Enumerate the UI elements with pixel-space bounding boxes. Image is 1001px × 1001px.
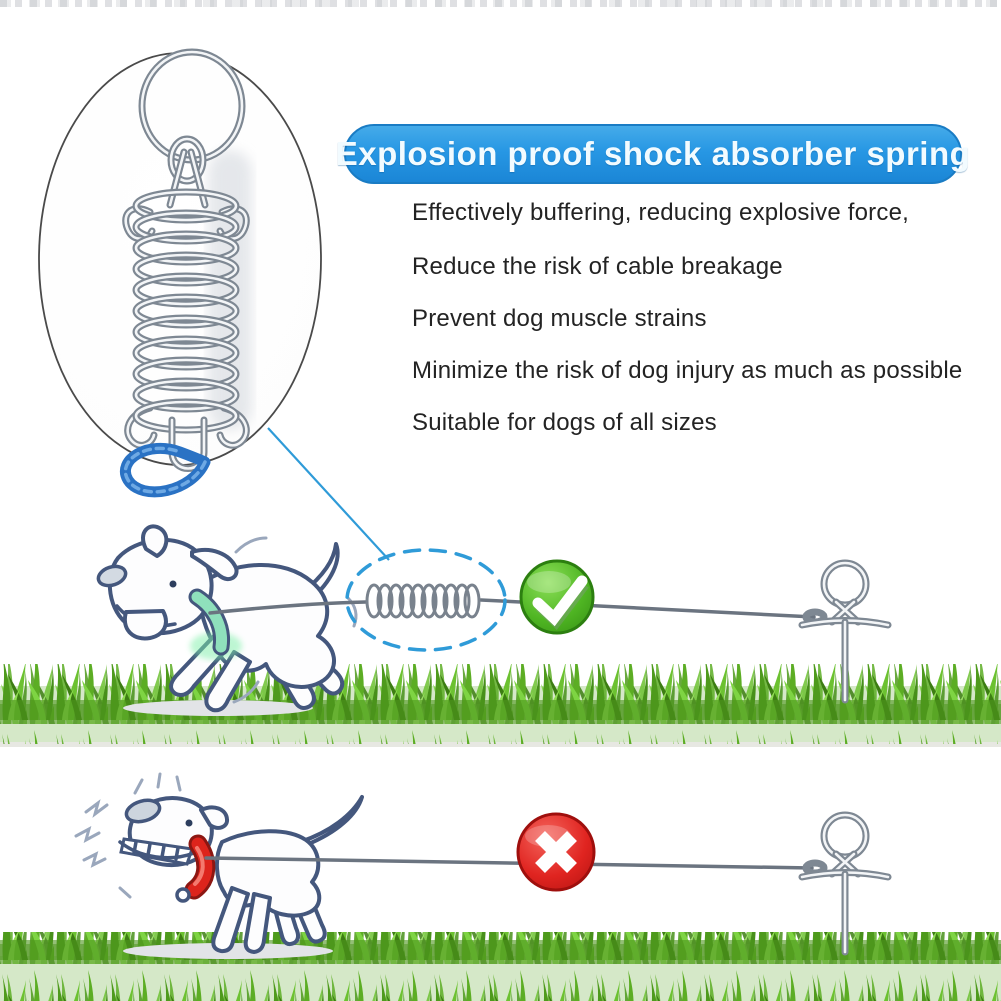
dog-ear [141,524,169,558]
x-badge [516,812,596,892]
magnifier-inset [38,48,390,561]
dog-collar-danger [187,837,213,897]
dog-collar-safe [191,591,228,653]
dog-tail [298,795,364,847]
dog-nose [96,564,128,588]
scene-without-spring [0,772,1001,1001]
feature-item-1: Effectively buffering, reducing explosiv… [412,199,909,226]
feature-item-4: Minimize the risk of dog injury as much … [412,357,963,384]
grass-band-bottom [0,932,1001,1001]
dog-straining [74,772,364,959]
feature-item-3: Prevent dog muscle strains [412,305,707,332]
title-banner: Explosion proof shock absorber spring [336,124,970,184]
feature-item-2: Reduce the risk of cable breakage [412,253,783,280]
callout-line [267,427,390,561]
banner-title: Explosion proof shock absorber spring [335,135,971,172]
shock-absorber-spring-closeup [120,48,252,498]
inspection-dashed-circle [345,548,507,652]
checkmark-badge [519,559,595,635]
inline-shock-spring [365,583,481,619]
ground-stake-bottom [798,811,892,956]
scene-with-spring [0,524,1001,747]
ground-stake-top [798,559,892,704]
dog-ear-floppy [190,548,239,581]
dog-eye [169,580,177,588]
x-icon [535,831,577,873]
bottom-hook-and-rope [120,416,211,498]
collar-ring [175,887,191,903]
dog-eye [185,819,193,827]
tie-out-cable-taut [204,856,814,870]
tie-out-cable-left [208,600,368,615]
feature-item-5: Suitable for dogs of all sizes [412,409,717,436]
dog-running [96,524,358,716]
checkmark-icon [532,575,588,627]
dog-nose [124,798,162,824]
dog-ear [199,805,230,830]
cropped-text-artifact [0,0,1001,7]
dog-tongue [122,609,168,641]
